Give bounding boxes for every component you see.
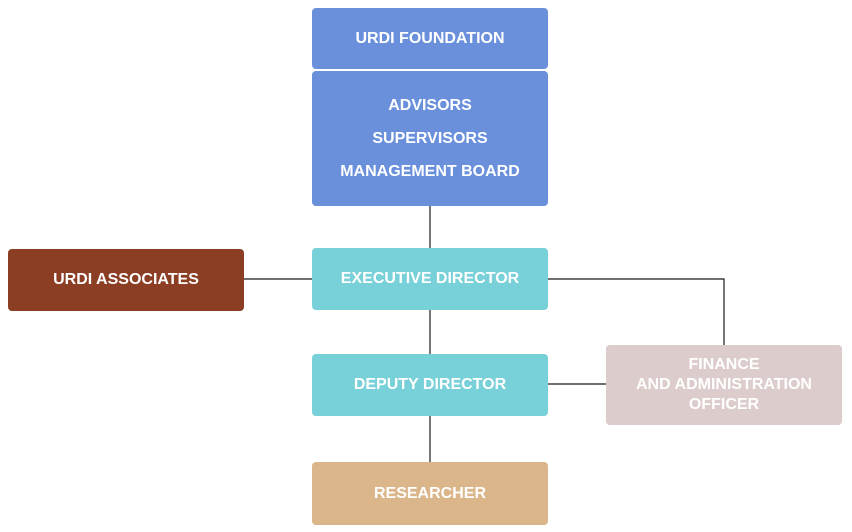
node-board-line-supervisors: SUPERVISORS — [372, 130, 488, 147]
node-deputy-director-label: DEPUTY DIRECTOR — [353, 376, 507, 393]
node-finance-line-3: OFFICER — [688, 396, 760, 413]
edge-executive-finance — [548, 278, 725, 345]
node-executive-director-label: EXECUTIVE DIRECTOR — [340, 270, 520, 287]
node-board-line-management-board: MANAGEMENT BOARD — [340, 163, 520, 180]
node-finance-line-1: FINANCE — [688, 356, 760, 373]
node-executive-director: EXECUTIVE DIRECTOR — [312, 248, 548, 310]
node-urdi-foundation: URDI FOUNDATION — [312, 8, 548, 69]
node-advisors-supervisors-board: ADVISORS SUPERVISORS MANAGEMENT BOARD — [312, 71, 548, 206]
node-finance-line-2: AND ADMINISTRATION — [636, 376, 812, 393]
node-deputy-director: DEPUTY DIRECTOR — [312, 354, 548, 416]
node-board-line-advisors: ADVISORS — [388, 97, 472, 114]
node-urdi-foundation-label: URDI FOUNDATION — [355, 29, 505, 47]
node-researcher: RESEARCHER — [312, 462, 548, 525]
node-urdi-associates: URDI ASSOCIATES — [8, 249, 244, 311]
node-urdi-associates-label: URDI ASSOCIATES — [53, 271, 199, 288]
node-researcher-label: RESEARCHER — [373, 484, 486, 502]
node-finance-admin-officer: FINANCE AND ADMINISTRATION OFFICER — [606, 345, 842, 425]
